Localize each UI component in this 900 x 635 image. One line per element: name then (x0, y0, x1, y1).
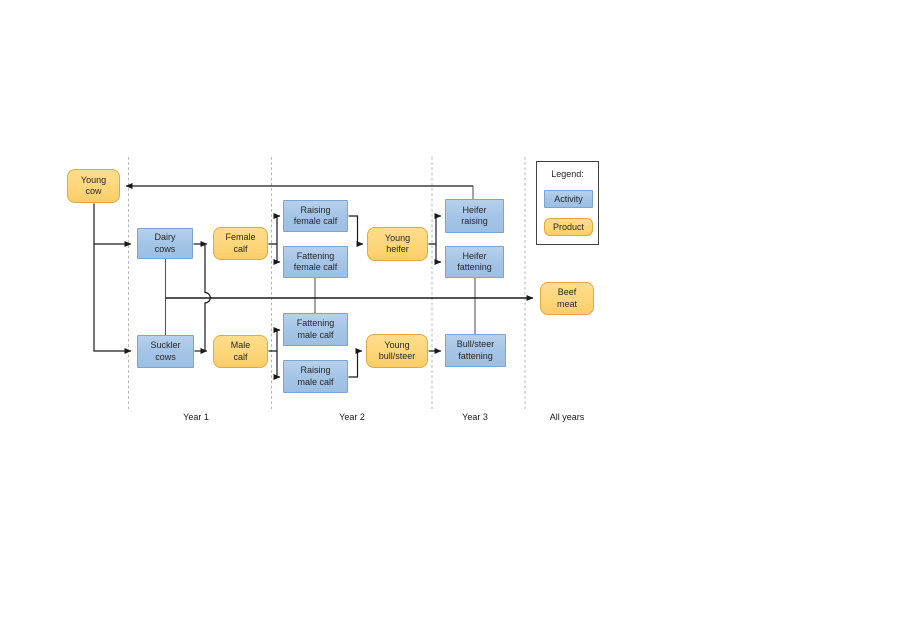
arrow-young-cow-to-suckler-cows (93, 203, 132, 354)
node-fattening-female-calf-label: Fattening female calf (293, 250, 338, 272)
arrow-male-calf-to-raising-male-calf (273, 351, 281, 380)
node-bull-steer-fattening-label: Bull/steer fattening (456, 339, 495, 361)
node-bull-steer-fattening: Bull/steer fattening (445, 334, 506, 367)
flow-arrows (93, 183, 534, 380)
arrow-raising-male-calf-to-young-bull-steer (348, 348, 363, 378)
node-raising-female-calf-label: Raising female calf (293, 204, 338, 226)
arrow-young-heifer-to-heifer-raising (428, 213, 442, 245)
node-raising-male-calf-label: Raising male calf (297, 365, 334, 387)
column-label-year1: Year 1 (183, 412, 209, 422)
legend-product-label: Product (552, 222, 585, 232)
column-label-year3: Year 3 (462, 412, 488, 422)
legend-title: Legend: (551, 169, 584, 179)
column-divider-lines (128, 157, 526, 409)
node-male-calf: Male calf (213, 335, 268, 368)
node-raising-male-calf: Raising male calf (283, 360, 348, 393)
node-raising-female-calf: Raising female calf (283, 200, 348, 232)
arrow-male-calf-to-fattening-male-calf (268, 327, 281, 352)
arrow-raising-female-calf-to-young-heifer (348, 215, 364, 247)
node-fattening-male-calf-label: Fattening male calf (296, 318, 335, 340)
node-heifer-fattening-label: Heifer fattening (457, 250, 492, 272)
column-label-year2: Year 2 (339, 412, 365, 422)
column-label-allyears: All years (549, 412, 585, 422)
node-dairy-cows-label: Dairy cows (154, 232, 176, 254)
arrow-female-calf-to-fattening-female-calf (273, 244, 281, 265)
arrow-young-heifer-to-heifer-fattening (434, 244, 442, 265)
node-young-cow: Young cow (67, 169, 120, 203)
node-beef-meat-label: Beef meat (556, 287, 577, 309)
arrow-female-calf-to-raising-female-calf (268, 213, 281, 245)
node-male-calf-label: Male calf (230, 340, 251, 362)
node-beef-meat: Beef meat (540, 282, 594, 315)
node-young-heifer-label: Young heifer (384, 232, 411, 254)
node-young-bull-steer: Young bull/steer (366, 334, 428, 368)
legend-product-swatch: Product (544, 218, 593, 236)
node-fattening-male-calf: Fattening male calf (283, 313, 348, 346)
node-young-heifer: Young heifer (367, 227, 428, 261)
node-female-calf-label: Female calf (225, 232, 256, 254)
node-young-cow-label: Young cow (80, 174, 107, 196)
node-female-calf: Female calf (213, 227, 268, 260)
node-fattening-female-calf: Fattening female calf (283, 246, 348, 278)
node-suckler-cows-label: Suckler cows (150, 340, 181, 362)
legend-box: Legend: Activity Product (536, 161, 599, 245)
legend-activity-label: Activity (554, 194, 583, 204)
node-heifer-fattening: Heifer fattening (445, 246, 504, 278)
node-heifer-raising: Heifer raising (445, 199, 504, 233)
legend-activity-swatch: Activity (544, 190, 593, 208)
node-dairy-cows: Dairy cows (137, 228, 193, 259)
node-heifer-raising-label: Heifer raising (461, 204, 488, 226)
node-suckler-cows: Suckler cows (137, 335, 194, 368)
node-young-bull-steer-label: Young bull/steer (378, 339, 416, 361)
beef-merge-stubs (164, 186, 476, 335)
